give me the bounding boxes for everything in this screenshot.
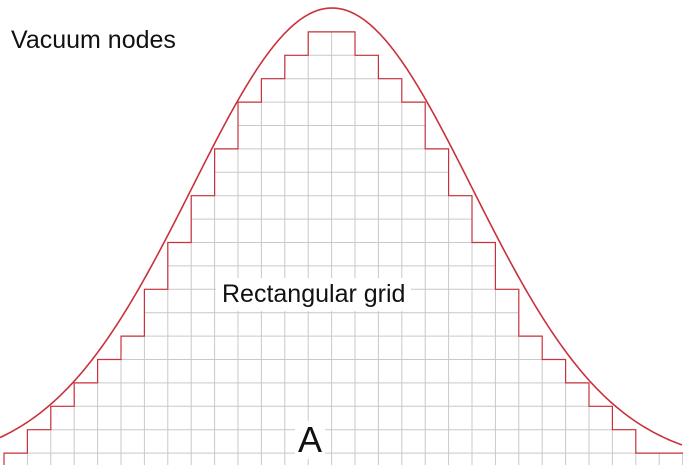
region-a-label: A: [295, 421, 326, 459]
gaussian-boundary-curve: [0, 7, 683, 446]
rectangular-grid: [3, 31, 683, 465]
rectangular-grid-label: Rectangular grid: [216, 278, 412, 311]
vacuum-node-staircase: [3, 31, 683, 465]
vacuum-nodes-label: Vacuum nodes: [11, 26, 176, 54]
